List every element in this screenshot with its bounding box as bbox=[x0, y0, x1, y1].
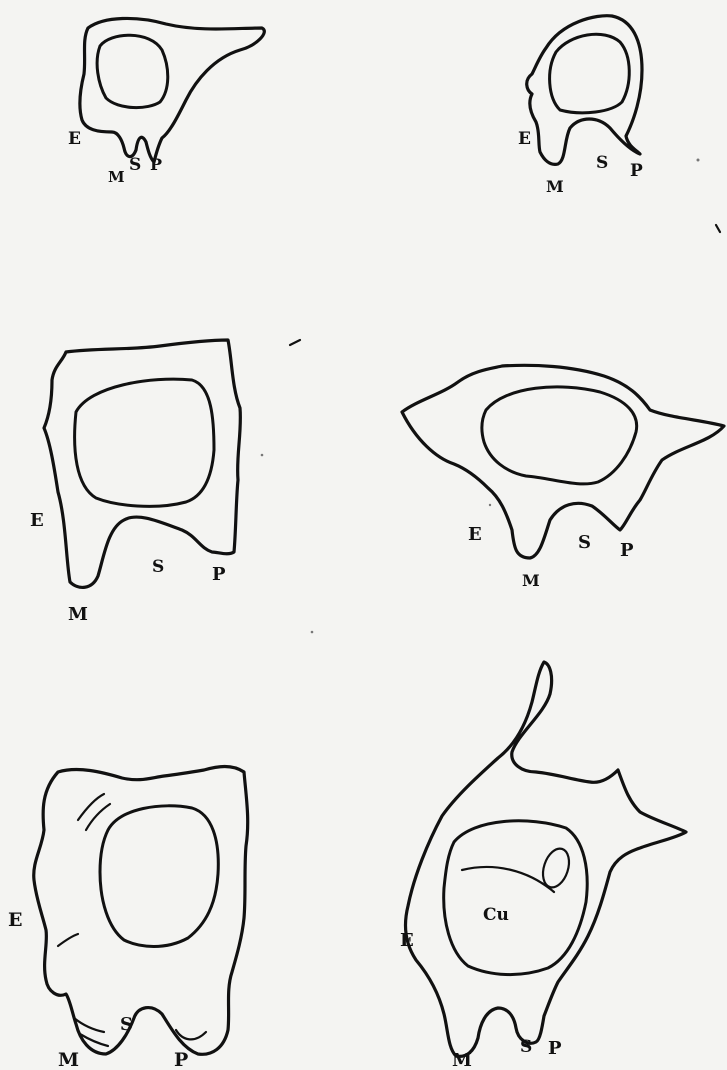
figure-5: E M S P bbox=[8, 767, 248, 1070]
speck bbox=[311, 631, 314, 634]
ridge-line bbox=[86, 804, 110, 830]
label-S: S bbox=[152, 557, 164, 577]
speck bbox=[697, 159, 700, 162]
label-S: S bbox=[520, 1037, 532, 1057]
label-M: M bbox=[58, 1049, 79, 1070]
figure-4: E M S P bbox=[402, 365, 724, 590]
figure-1-canal bbox=[97, 35, 168, 107]
label-P: P bbox=[620, 540, 634, 561]
speck bbox=[261, 454, 264, 457]
figure-3-canal bbox=[75, 379, 214, 506]
label-P: P bbox=[630, 161, 643, 181]
label-P: P bbox=[212, 564, 226, 585]
label-P: P bbox=[150, 155, 162, 174]
speck bbox=[489, 504, 491, 506]
label-S: S bbox=[596, 153, 608, 173]
figure-6: Cu E M S P bbox=[400, 662, 686, 1070]
figure-1: E M S P bbox=[68, 18, 264, 186]
label-S: S bbox=[129, 155, 141, 175]
figure-3: E M S P bbox=[30, 340, 240, 625]
label-E: E bbox=[68, 129, 81, 149]
figure-6-canal bbox=[444, 821, 587, 975]
ridge-line bbox=[462, 867, 554, 892]
label-S: S bbox=[578, 532, 591, 553]
label-M: M bbox=[68, 604, 88, 625]
figure-2: E M S P bbox=[518, 16, 643, 196]
label-P: P bbox=[174, 1049, 188, 1070]
label-P: P bbox=[548, 1038, 562, 1059]
label-S: S bbox=[120, 1014, 133, 1035]
label-Cu: Cu bbox=[483, 905, 509, 925]
label-E: E bbox=[400, 930, 414, 951]
label-M: M bbox=[108, 168, 125, 186]
label-E: E bbox=[468, 524, 482, 545]
paper-specks bbox=[261, 159, 720, 634]
figure-4-canal bbox=[482, 387, 637, 484]
speck bbox=[290, 340, 300, 345]
figure-5-canal bbox=[100, 806, 218, 947]
speck bbox=[716, 225, 720, 232]
label-M: M bbox=[522, 571, 540, 590]
label-E: E bbox=[8, 909, 22, 931]
ridge-line bbox=[176, 1030, 206, 1039]
label-M: M bbox=[452, 1050, 472, 1070]
label-M: M bbox=[546, 177, 564, 196]
ridge-line bbox=[78, 794, 104, 820]
label-E: E bbox=[30, 510, 44, 531]
figure-4-outline bbox=[402, 365, 724, 558]
figure-2-canal bbox=[550, 34, 630, 113]
ridge-line bbox=[58, 934, 78, 946]
label-E: E bbox=[518, 129, 531, 149]
figure-2-outline bbox=[527, 16, 642, 165]
